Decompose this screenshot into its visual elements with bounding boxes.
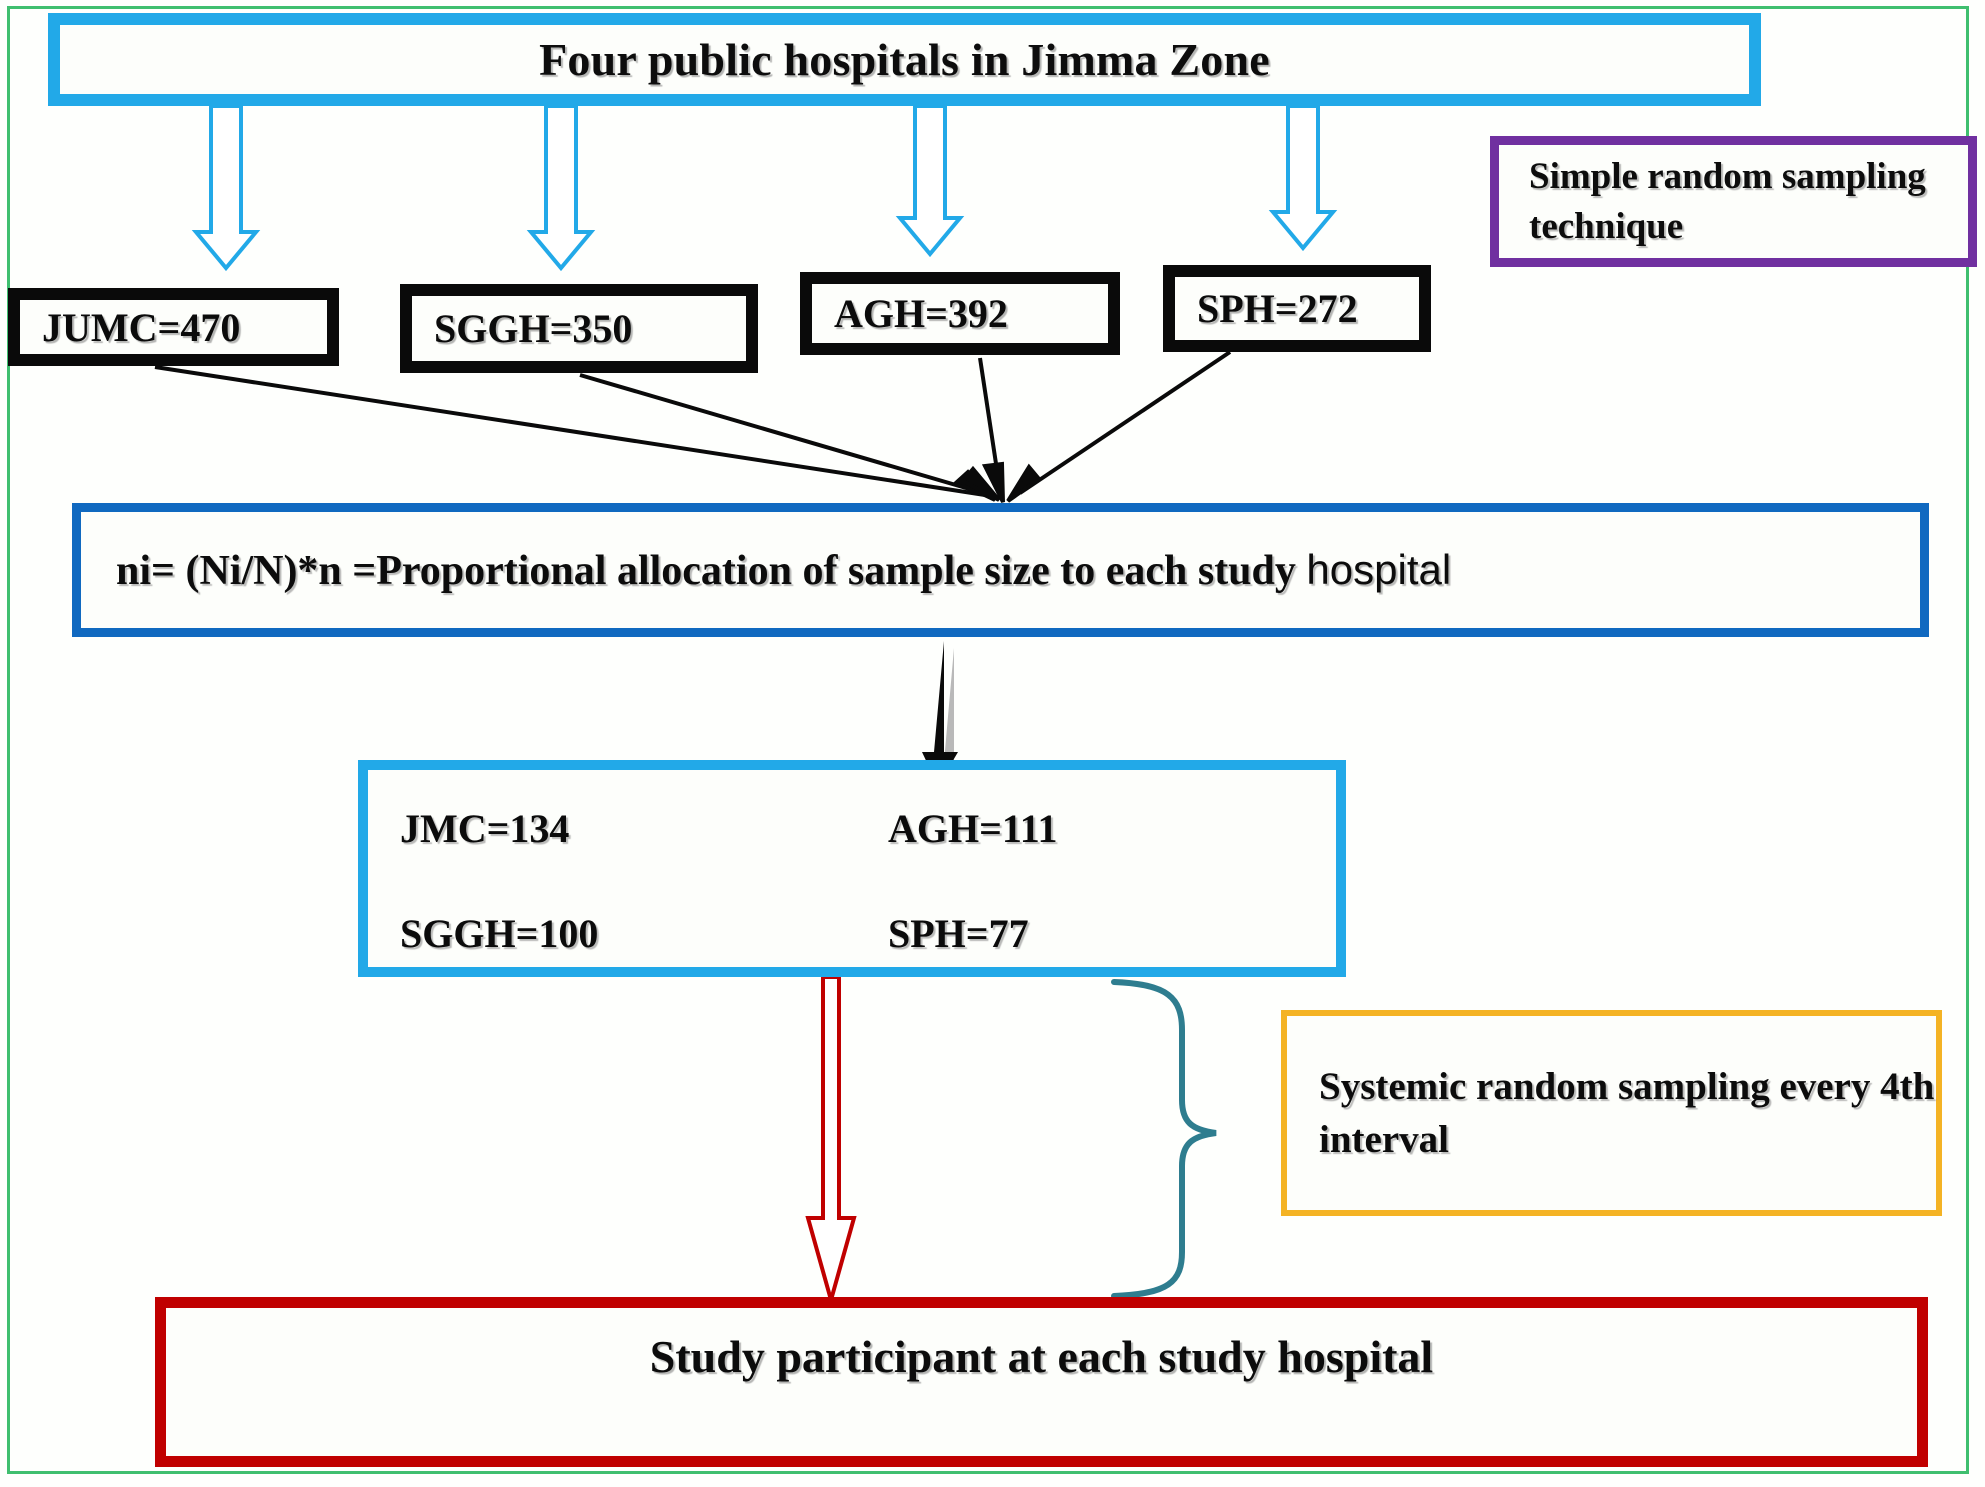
hospital-box-agh[interactable]: AGH=392 (800, 272, 1120, 355)
hospital-box-sggh[interactable]: SGGH=350 (400, 284, 758, 373)
allocation-cell-sggh: SGGH=100 (400, 911, 599, 956)
converging-arrow-group (154, 350, 1232, 503)
proportional-allocation-label: ni= (Ni/N)*n =Proportional allocation of… (116, 546, 1451, 595)
converge-head-agh (981, 461, 1005, 503)
title-box[interactable]: Four public hospitals in Jimma Zone (48, 13, 1761, 106)
allocated-sample-box[interactable]: JMC=134 AGH=111 SGGH=100 SPH=77 (358, 760, 1346, 977)
converge-head-jumc (953, 469, 997, 502)
hospital-label-sggh: SGGH=350 (434, 306, 633, 351)
hospital-label-sph: SPH=272 (1197, 286, 1358, 331)
hospital-label-jumc: JUMC=470 (42, 304, 241, 350)
title-label: Four public hospitals in Jimma Zone (539, 34, 1270, 85)
allocation-cell-agh: AGH=111 (888, 806, 1058, 851)
study-participant-label: Study participant at each study hospital (649, 1331, 1434, 1382)
hospital-box-jumc[interactable]: JUMC=470 (8, 288, 339, 366)
arrow-to-jumc (191, 104, 261, 272)
converge-line-sggh (579, 373, 991, 497)
simple-random-sampling-label: Simple random sampling technique (1529, 155, 1926, 247)
formula-bold-part: ni= (Ni/N)*n =Proportional allocation of… (116, 547, 1307, 594)
systematic-sampling-label: Systemic random sampling every 4th inter… (1319, 1064, 1935, 1161)
allocated-sample-grid: JMC=134 AGH=111 SGGH=100 SPH=77 (368, 770, 1336, 967)
allocation-cell-jmc: JMC=134 (400, 806, 570, 851)
converge-line-sph (1018, 350, 1232, 495)
simple-random-sampling-annotation[interactable]: Simple random sampling technique (1490, 136, 1977, 267)
hollow-cyan-arrow-group (191, 104, 1338, 272)
study-participant-box[interactable]: Study participant at each study hospital (155, 1297, 1928, 1467)
arrow-to-agh (895, 104, 965, 258)
arrow-to-sph (1268, 104, 1338, 252)
proportional-allocation-box[interactable]: ni= (Ni/N)*n =Proportional allocation of… (72, 503, 1929, 637)
allocation-cell-sph: SPH=77 (888, 911, 1029, 956)
converge-line-jumc (154, 365, 986, 497)
hospital-label-agh: AGH=392 (834, 291, 1008, 336)
curly-brace (1111, 979, 1217, 1299)
systematic-sampling-annotation[interactable]: Systemic random sampling every 4th inter… (1281, 1010, 1942, 1216)
converge-head-sph (1006, 463, 1042, 503)
hospital-box-sph[interactable]: SPH=272 (1163, 265, 1431, 352)
converge-head-sggh (959, 465, 1001, 502)
formula-plain-part: hospital (1306, 545, 1452, 593)
converge-line-agh (978, 357, 1002, 491)
hollow-red-arrow (805, 975, 857, 1308)
arrow-to-sggh (526, 104, 596, 272)
